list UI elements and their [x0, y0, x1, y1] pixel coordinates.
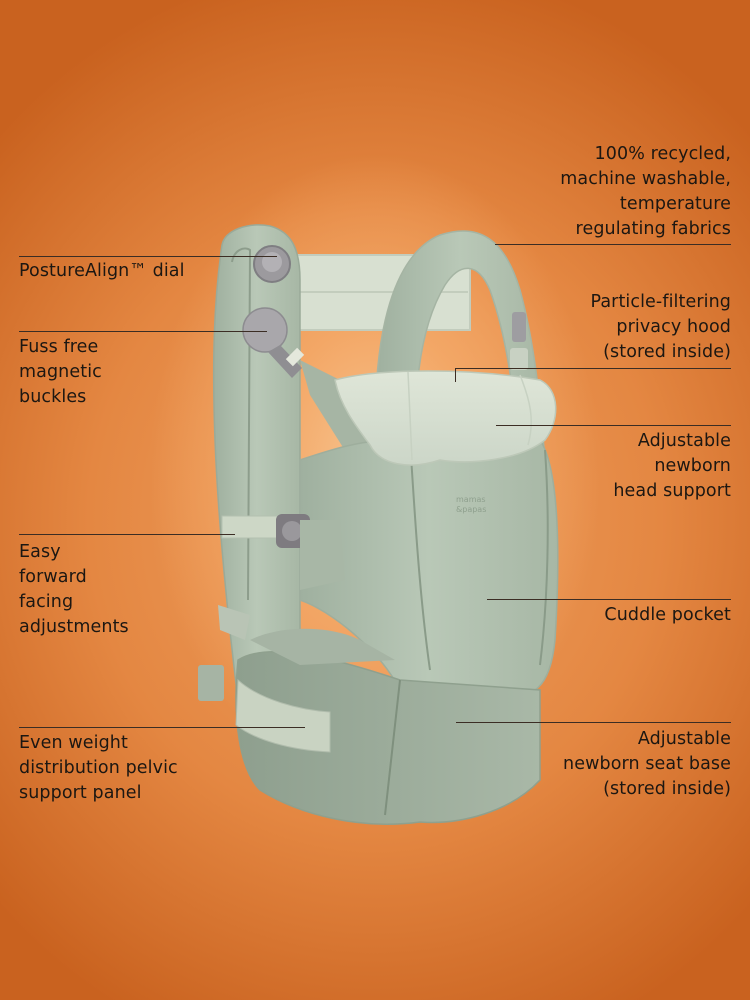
seat-base-label: Adjustable newborn seat base (stored ins…: [563, 729, 731, 799]
svg-text:mamas: mamas: [456, 495, 486, 504]
cuddle-pocket-label: Cuddle pocket: [604, 605, 731, 625]
privacy-hood-leader-tick: [455, 368, 456, 382]
head-support-label: Adjustable newborn head support: [613, 431, 731, 501]
svg-text:&papas: &papas: [456, 505, 486, 514]
cuddle-pocket-leader-line: [487, 599, 731, 600]
pelvic-panel-label: Even weight distribution pelvic support …: [19, 733, 178, 803]
forward-facing-leader-line: [19, 534, 235, 535]
head-support-leader-line: [496, 425, 731, 426]
seat-base-leader-line: [456, 722, 731, 723]
privacy-hood-leader-line: [455, 368, 731, 369]
magnetic-buckles-leader-line: [19, 331, 267, 332]
privacy-hood-label: Particle-filtering privacy hood (stored …: [590, 292, 731, 362]
fabrics-label: 100% recycled, machine washable, tempera…: [560, 144, 731, 239]
posturealign-dial-leader-line: [19, 256, 277, 257]
pelvic-panel-leader-line: [19, 727, 305, 728]
fabrics-leader-line: [495, 244, 731, 245]
magnetic-buckles-label: Fuss free magnetic buckles: [19, 337, 102, 407]
forward-facing-label: Easy forward facing adjustments: [19, 542, 129, 637]
posturealign-dial-label: PostureAlign™ dial: [19, 261, 185, 281]
